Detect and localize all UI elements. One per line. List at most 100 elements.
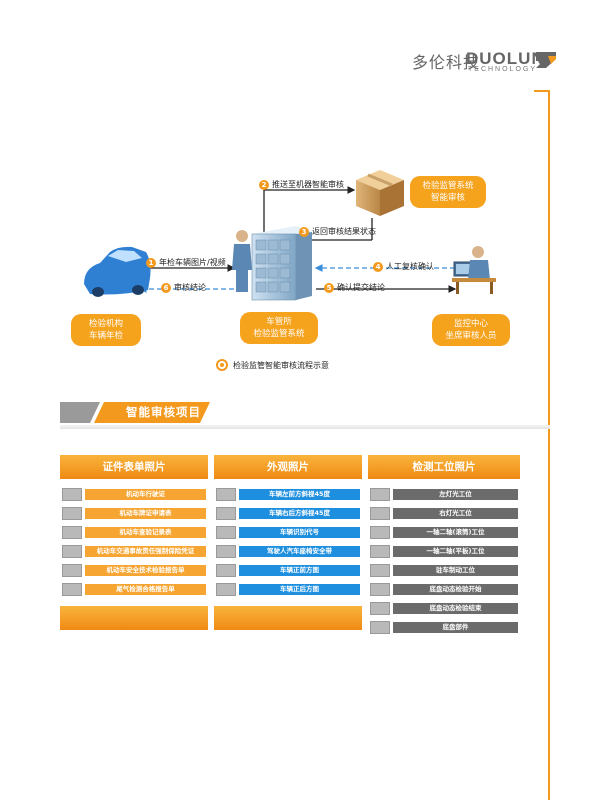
list-item: 机动车安全技术检验报告单 [62,564,206,577]
legend-dot-icon [216,359,228,371]
column-footer [214,606,362,630]
node-line: 坐席审核人员 [445,331,497,341]
thumbnail [370,545,390,558]
step-label: 返回审核结果状态 [312,227,376,236]
node-line: 智能审核 [430,193,465,203]
list-item: 一轴二轴(平板)工位 [370,545,518,558]
list-item: 驻车制动工位 [370,564,518,577]
thumbnail [370,583,390,596]
list-item: 车辆左前方斜视45度 [216,488,360,501]
node-line: 车辆年检 [88,331,123,341]
item-label: 车辆正后方图 [239,584,360,595]
package-icon [356,170,404,216]
item-label: 底盘动态检验开始 [393,584,518,595]
step-badge: 6 [161,282,171,293]
item-label: 机动车安全技术检验报告单 [85,565,206,576]
thumbnail [216,507,236,520]
list-item: 车辆右后方斜视45度 [216,507,360,520]
step-badge: 1 [146,257,156,268]
list-item: 机动车行驶证 [62,488,206,501]
step-badge: 4 [373,261,383,272]
item-label: 底盘动态检验结束 [393,603,518,614]
brand-name-cn: 多伦科技 [412,53,481,72]
thumbnail [370,564,390,577]
thumbnail [62,545,82,558]
thumbnail [370,488,390,501]
list-item: 底盘动态检验结束 [370,602,518,615]
thumbnail [370,526,390,539]
item-label: 驻车制动工位 [393,565,518,576]
legend-text: 检验监管智能审核流程示意 [233,360,329,370]
list-item: 左灯光工位 [370,488,518,501]
step-label: 推送至机器智能审核 [272,180,344,189]
thumbnail [62,583,82,596]
column-stations: 左灯光工位 右灯光工位 一轴二轴(滚筒)工位 一轴二轴(平板)工位 驻车制动工位… [368,479,520,637]
step-label: 确认提交结论 [337,283,385,292]
node-line: 检验机构 [88,319,123,329]
decor-line [534,90,550,92]
list-item: 机动车牌证申请表 [62,507,206,520]
thumbnail [370,602,390,615]
step-label: 人工复核确认 [386,262,434,271]
list-item: 车辆识别代号 [216,526,360,539]
list-item: 右灯光工位 [370,507,518,520]
thumbnail [370,507,390,520]
step-badge: 3 [299,226,309,237]
list-item: 车辆正后方图 [216,583,360,596]
step-label: 审核结论 [174,283,206,292]
column-documents: 机动车行驶证 机动车牌证申请表 机动车查验记录表 机动车交通事故责任强制保险凭证… [60,479,208,605]
section-divider [60,425,550,429]
brand-sub: TECHNOLOGY [468,66,538,73]
list-item: 尾气检测合格报告单 [62,583,206,596]
item-label: 机动车交通事故责任强制保险凭证 [85,546,206,557]
item-label: 机动车查验记录表 [85,527,206,538]
node-vehicle-admin: 车管所 检验监管系统 [240,312,318,344]
section-banner [60,402,210,423]
item-label: 驾驶人汽车座椅安全带 [239,546,360,557]
list-item: 机动车查验记录表 [62,526,206,539]
item-label: 车辆识别代号 [239,527,360,538]
node-monitor-center: 监控中心 坐席审核人员 [432,314,510,346]
step-badge: 5 [324,282,334,293]
node-line: 检验监管系统 [422,181,474,191]
server-icon [251,226,312,301]
step-label: 年检车辆图片/视频 [159,258,226,267]
step-badge: 2 [259,179,269,190]
list-item: 底盘动态检验开始 [370,583,518,596]
brand-logo-icon [536,52,556,68]
item-label: 车辆正前方图 [239,565,360,576]
thumbnail [216,488,236,501]
column-header-stations: 检测工位照片 [368,455,520,479]
node-line: 监控中心 [453,319,488,329]
diagram-legend: 检验监管智能审核流程示意 [216,359,329,371]
thumbnail [62,526,82,539]
thumbnail [216,526,236,539]
section-title: 智能审核项目 [126,405,201,419]
thumbnail [62,488,82,501]
list-item: 驾驶人汽车座椅安全带 [216,545,360,558]
node-smart-review: 检验监管系统 智能审核 [410,176,486,208]
person-icon [232,230,252,292]
thumbnail [216,583,236,596]
thumbnail [62,564,82,577]
thumbnail [216,545,236,558]
list-item: 一轴二轴(滚筒)工位 [370,526,518,539]
operator-icon [452,246,496,294]
decor-line [548,90,550,800]
flow-diagram [84,170,496,301]
node-line: 车管所 [266,317,292,327]
thumbnail [62,507,82,520]
item-label: 机动车牌证申请表 [85,508,206,519]
column-header-documents: 证件表单照片 [60,455,208,479]
list-item: 车辆正前方图 [216,564,360,577]
item-label: 一轴二轴(滚筒)工位 [393,527,518,538]
item-label: 一轴二轴(平板)工位 [393,546,518,557]
list-item: 机动车交通事故责任强制保险凭证 [62,545,206,558]
item-label: 车辆右后方斜视45度 [239,508,360,519]
column-footer [60,606,208,630]
